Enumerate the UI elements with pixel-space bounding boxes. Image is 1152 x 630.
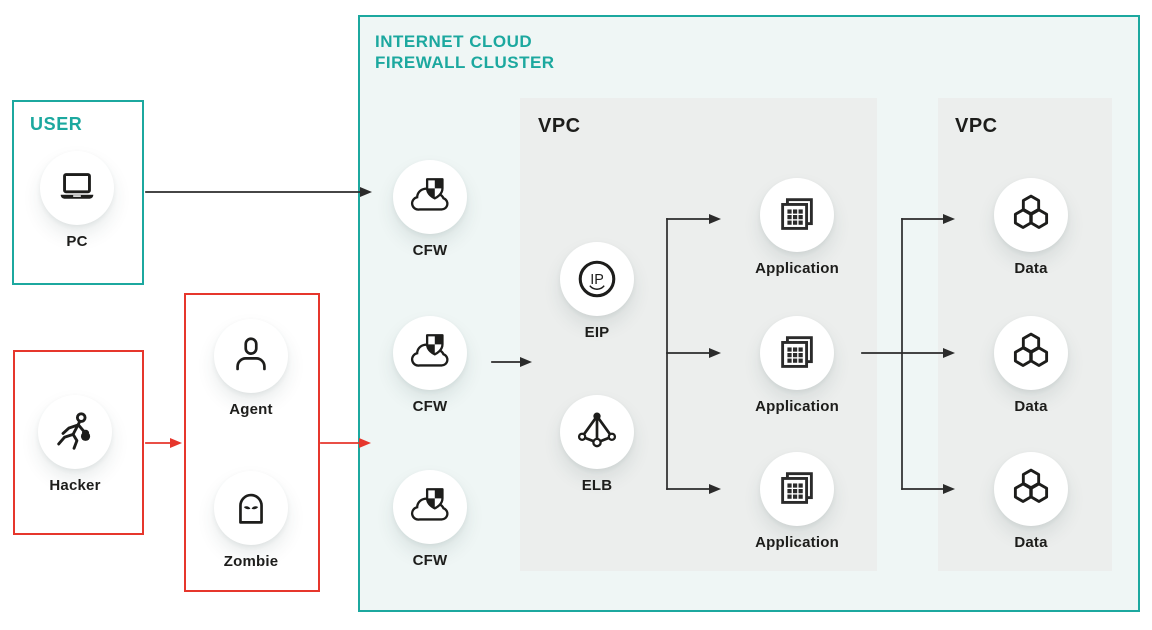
cfw-node-1: CFW xyxy=(375,160,485,259)
zombie-label: Zombie xyxy=(223,553,279,570)
elb-label: ELB xyxy=(581,477,613,494)
cluster-title-line2: FIREWALL CLUSTER xyxy=(375,53,555,72)
eip-icon: IP xyxy=(560,242,634,316)
zombie-node: Zombie xyxy=(196,471,306,570)
agent-node: Agent xyxy=(196,319,306,418)
data-label: Data xyxy=(1014,260,1048,277)
application-node-2: Application xyxy=(742,316,852,415)
hacker-icon xyxy=(38,395,112,469)
data-node-1: Data xyxy=(976,178,1086,277)
cloud-firewall-icon xyxy=(393,316,467,390)
cloud-firewall-icon xyxy=(393,470,467,544)
cfw-node-2: CFW xyxy=(375,316,485,415)
application-icon xyxy=(760,452,834,526)
data-node-2: Data xyxy=(976,316,1086,415)
data-icon xyxy=(994,452,1068,526)
data-label: Data xyxy=(1014,398,1048,415)
data-icon xyxy=(994,178,1068,252)
cloud-firewall-icon xyxy=(393,160,467,234)
hacker-node: Hacker xyxy=(20,395,130,494)
eip-node: IP EIP xyxy=(542,242,652,341)
user-box-title: USER xyxy=(30,114,83,134)
pc-label: PC xyxy=(66,233,88,250)
zombie-icon xyxy=(214,471,288,545)
application-icon xyxy=(760,178,834,252)
vpc-application-title: VPC xyxy=(538,115,581,137)
data-node-3: Data xyxy=(976,452,1086,551)
elb-node: ELB xyxy=(542,395,652,494)
agent-label: Agent xyxy=(229,401,273,418)
pc-node: PC xyxy=(22,151,132,250)
application-label: Application xyxy=(755,534,839,551)
laptop-icon xyxy=(40,151,114,225)
eip-label: EIP xyxy=(584,324,610,341)
data-icon xyxy=(994,316,1068,390)
cluster-title: INTERNET CLOUD FIREWALL CLUSTER xyxy=(375,31,555,73)
eip-icon-text: IP xyxy=(590,272,604,288)
cfw-label: CFW xyxy=(412,398,448,415)
hacker-label: Hacker xyxy=(49,477,101,494)
application-node-3: Application xyxy=(742,452,852,551)
data-label: Data xyxy=(1014,534,1048,551)
cluster-title-line1: INTERNET CLOUD xyxy=(375,32,533,51)
cfw-label: CFW xyxy=(412,242,448,259)
application-icon xyxy=(760,316,834,390)
cfw-label: CFW xyxy=(412,552,448,569)
application-label: Application xyxy=(755,398,839,415)
elb-icon xyxy=(560,395,634,469)
application-node-1: Application xyxy=(742,178,852,277)
person-icon xyxy=(214,319,288,393)
application-label: Application xyxy=(755,260,839,277)
vpc-data-title: VPC xyxy=(955,115,998,137)
cfw-node-3: CFW xyxy=(375,470,485,569)
